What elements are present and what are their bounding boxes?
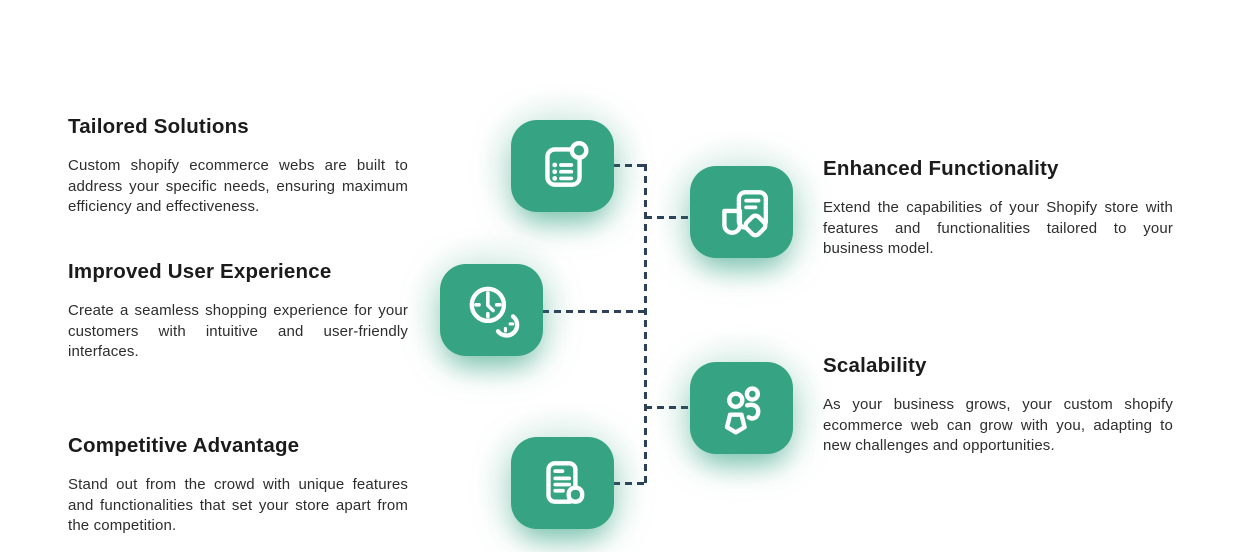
- enhanced-functionality-description: Extend the capabilities of your Shopify …: [823, 199, 1173, 257]
- scalability-title: Scalability: [823, 354, 927, 377]
- improved-user-experience-tile: [440, 264, 543, 356]
- clock-icon: [469, 286, 519, 338]
- improved-user-experience-description: Create a seamless shopping experience fo…: [68, 302, 408, 360]
- newspaper-icon: [545, 461, 584, 504]
- competitive-advantage-block: Competitive Advantage Stand out from the…: [68, 434, 408, 537]
- competitive-advantage-description: Stand out from the crowd with unique fea…: [68, 476, 408, 534]
- scalability-block: Scalability As your business grows, your…: [823, 354, 1173, 457]
- improved-user-experience-block: Improved User Experience Create a seamle…: [68, 260, 408, 363]
- enhanced-functionality-tile: [690, 166, 793, 258]
- competitive-advantage-title: Competitive Advantage: [68, 434, 300, 457]
- enhanced-functionality-block: Enhanced Functionality Extend the capabi…: [823, 157, 1173, 260]
- scalability-description: As your business grows, your custom shop…: [823, 396, 1173, 454]
- connector-competitive-line: [613, 482, 645, 485]
- shapes-tag-icon: [721, 190, 768, 238]
- connector-enhanced-line: [645, 216, 691, 219]
- enhanced-functionality-title: Enhanced Functionality: [823, 157, 1059, 180]
- connector-spine-line: [644, 164, 647, 485]
- scalability-tile: [690, 362, 793, 454]
- tailored-solutions-description: Custom shopify ecommerce webs are built …: [68, 157, 408, 215]
- tailored-solutions-title: Tailored Solutions: [68, 115, 249, 138]
- tailored-solutions-tile: [511, 120, 614, 212]
- team-icon: [724, 386, 760, 435]
- connector-tailored-line: [613, 164, 645, 167]
- connector-improved-line: [542, 310, 645, 313]
- connector-scalability-line: [645, 406, 691, 409]
- tailored-solutions-block: Tailored Solutions Custom shopify ecomme…: [68, 115, 408, 218]
- competitive-advantage-tile: [511, 437, 614, 529]
- form-checklist-icon: [544, 141, 588, 187]
- improved-user-experience-title: Improved User Experience: [68, 260, 332, 283]
